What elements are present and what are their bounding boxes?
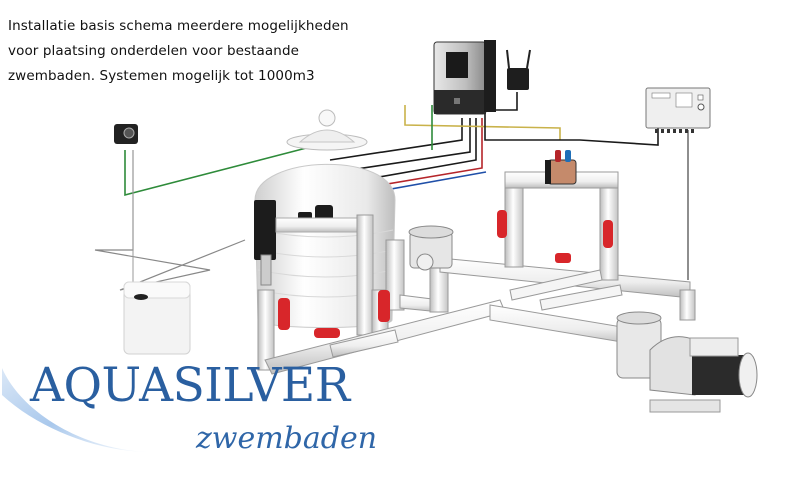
cables — [94, 92, 689, 291]
brand-tagline: zwembaden — [196, 421, 378, 456]
brand-logo-text: AQUASILVER — [30, 358, 350, 413]
caption-line-3: zwembaden. Systemen mogelijk tot 1000m3 — [8, 68, 315, 84]
caption-line-1: Installatie basis schema meerdere mogeli… — [8, 18, 349, 34]
container-icon — [123, 281, 191, 355]
pump-icon — [616, 311, 758, 413]
logo-swoosh — [2, 368, 150, 452]
electrolysis-cell-icon — [545, 150, 577, 185]
ball-valves — [278, 210, 613, 338]
control-panel-icon — [645, 87, 711, 133]
multiport-valve-icon — [408, 225, 454, 271]
installation-caption: Installatie basis schema meerdere mogeli… — [8, 14, 408, 89]
caption-line-2: voor plaatsing onderdelen voor bestaande — [8, 43, 300, 59]
sensor-tee-icon — [254, 200, 365, 286]
dosing-pump-icon — [114, 124, 138, 144]
control-box-icon — [433, 40, 496, 115]
wifi-antenna-icon — [506, 49, 531, 90]
